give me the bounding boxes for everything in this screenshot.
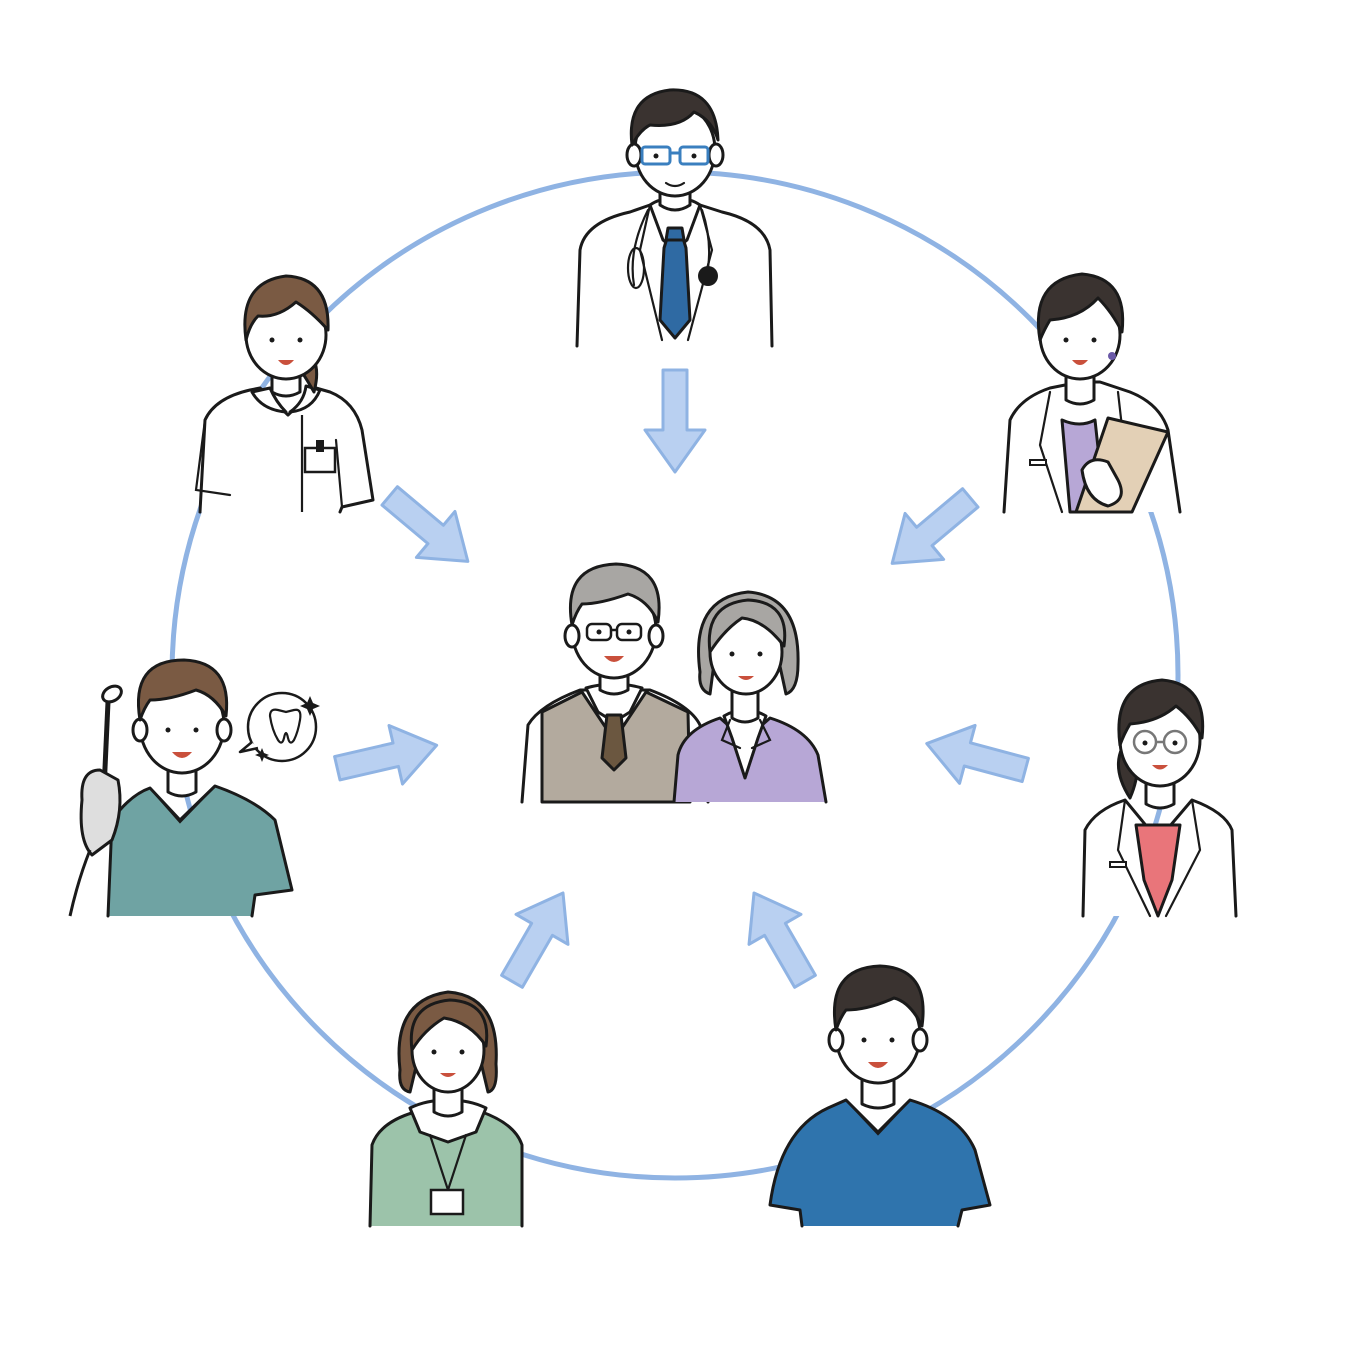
dentist-figure (68, 658, 320, 918)
glasses-icon (585, 622, 643, 642)
arrow-from-therapist (925, 723, 1030, 785)
arrow-from-doctor (643, 368, 707, 474)
therapist-figure (1081, 678, 1238, 918)
arrow-from-dentist (333, 724, 439, 786)
care-manager-figure (368, 990, 524, 1228)
arrow-from-pharmacist (890, 487, 980, 565)
arrow-from-care-manager (500, 891, 570, 989)
sparkling-tooth-icon (238, 691, 320, 763)
arrows (333, 368, 1030, 989)
glasses-icon (1132, 729, 1188, 755)
elderly-man (520, 562, 710, 804)
nurse-figure (194, 274, 375, 514)
elderly-couple-figure (520, 562, 828, 804)
glasses-icon (640, 145, 710, 166)
arrow-from-care-worker (747, 891, 817, 989)
care-worker-figure (768, 964, 992, 1228)
arrow-from-nurse (380, 485, 470, 563)
doctor-figure (575, 88, 774, 348)
pharmacist-figure (1002, 272, 1182, 514)
elderly-woman (672, 590, 828, 804)
